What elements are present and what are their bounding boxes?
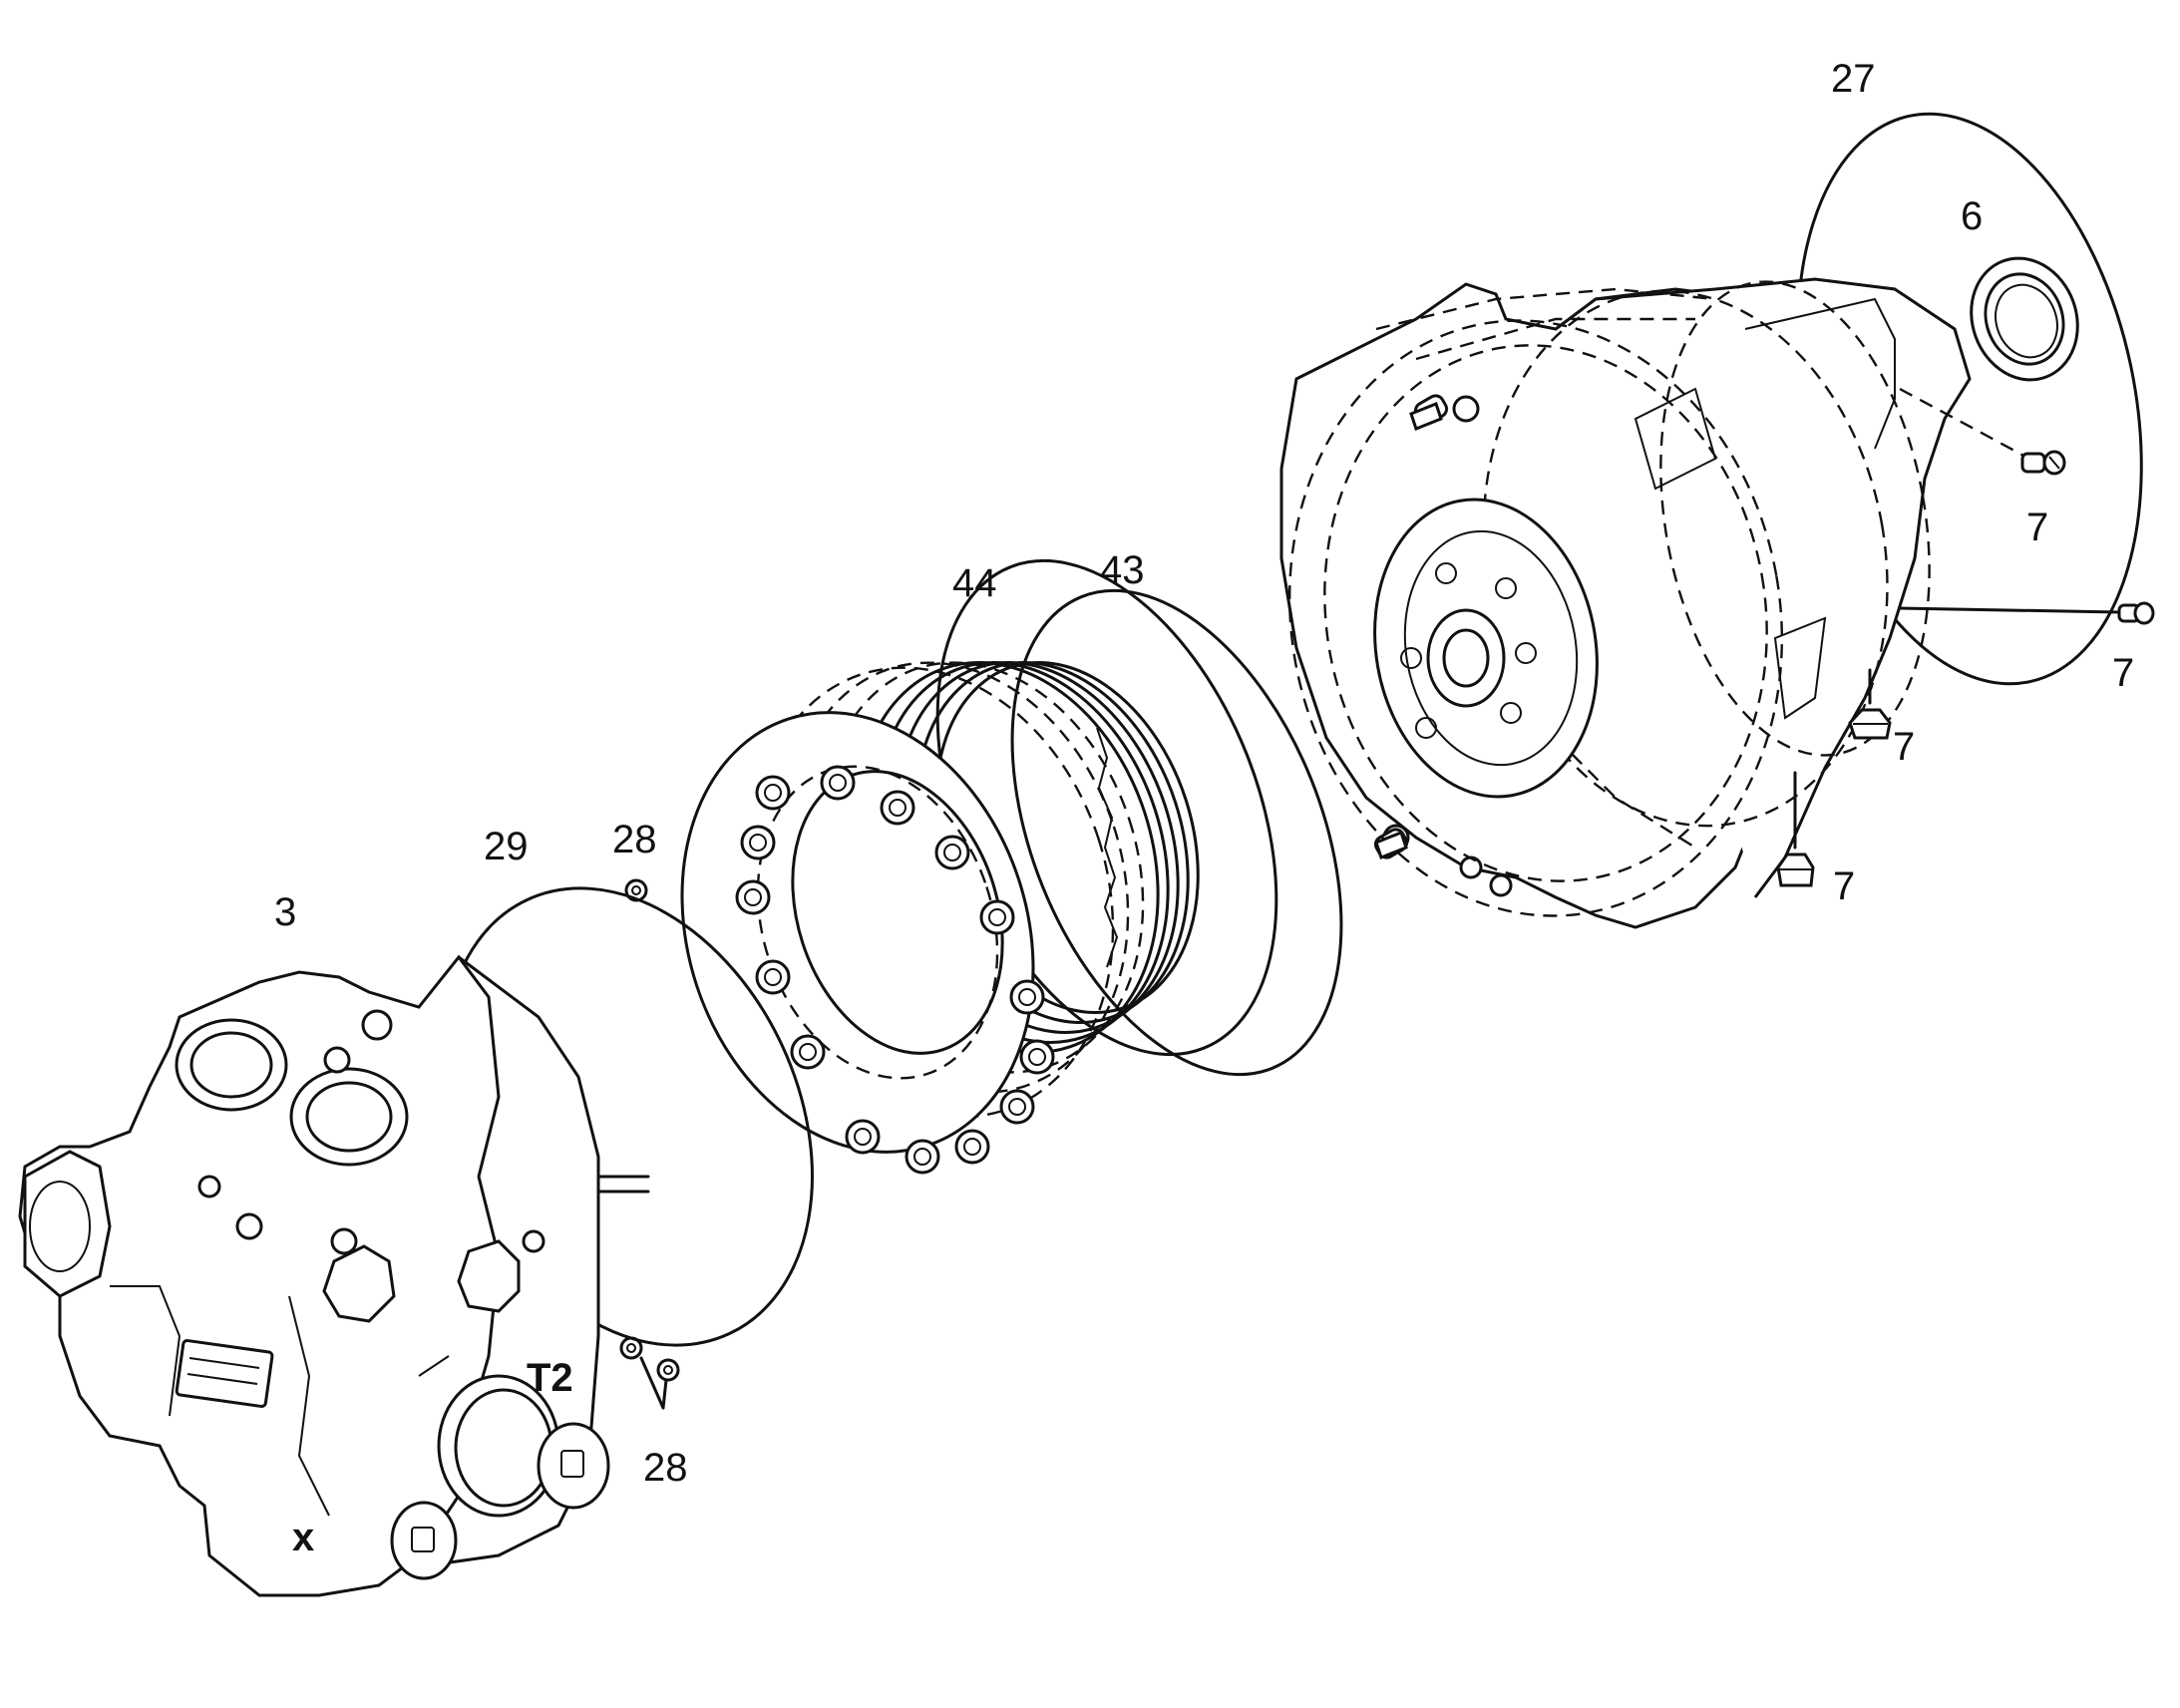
port-marking-t2: T2 xyxy=(527,1356,573,1400)
callout-29: 29 xyxy=(484,825,529,868)
callout-7-side: 7 xyxy=(2112,651,2134,695)
seal-28-bottom-a xyxy=(619,1336,643,1360)
shaft-seal-6 xyxy=(1970,256,2079,382)
seal-28-bottom-b xyxy=(656,1358,680,1382)
callout-43: 43 xyxy=(1100,548,1145,592)
plug-7-lower-right xyxy=(1848,668,1892,740)
plug-7-lower xyxy=(1776,771,1815,887)
callout-28-bottom: 28 xyxy=(643,1446,688,1490)
callout-3: 3 xyxy=(274,890,296,934)
valve-block-3: T2 x xyxy=(18,954,650,1597)
bolt-circle xyxy=(735,765,1055,1175)
callout-7-upper: 7 xyxy=(2026,506,2048,549)
seal-28-top xyxy=(624,878,648,902)
callout-28-top: 28 xyxy=(612,818,657,861)
motor-housing xyxy=(1279,277,1972,929)
callout-7-lower: 7 xyxy=(1833,864,1855,908)
callout-27: 27 xyxy=(1831,57,1876,101)
callout-6: 6 xyxy=(1961,194,1983,238)
port-marking-x: x xyxy=(292,1516,314,1559)
brake-disc-pack xyxy=(680,661,1200,1175)
callout-7-lower-right: 7 xyxy=(1893,725,1915,769)
callout-labels: 27 6 7 7 7 7 44 43 29 28 28 3 xyxy=(274,57,2134,1490)
plug-7-side xyxy=(1898,601,2155,625)
plug-7-upper xyxy=(1899,387,2066,476)
o-ring-43 xyxy=(1010,588,1343,1077)
callout-44: 44 xyxy=(952,561,997,605)
